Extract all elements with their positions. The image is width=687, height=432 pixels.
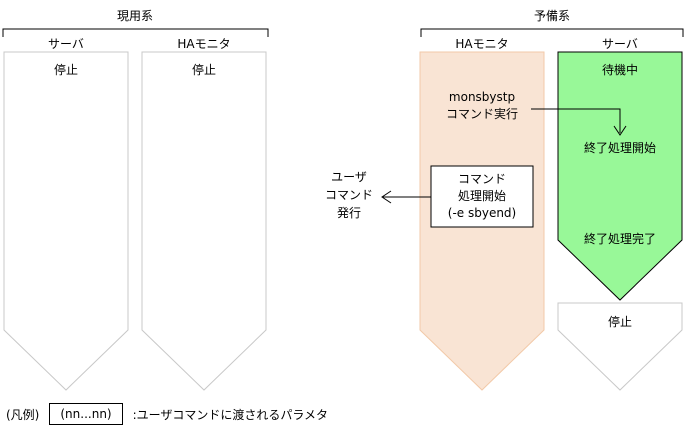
command-box-line3: (-e sbyend) (448, 206, 516, 220)
standby-group-bracket (420, 28, 684, 37)
command-box-line2: 処理開始 (458, 189, 506, 203)
standby-server-header: サーバ (602, 37, 638, 51)
monitor-to-server-arrowhead (613, 125, 627, 136)
active-group-bracket (2, 28, 269, 37)
user-command-line1: ユーザ (331, 170, 367, 184)
command-box-line1: コマンド (458, 172, 506, 186)
user-command-line2: コマンド (325, 188, 373, 202)
legend-prefix: (凡例) (6, 407, 40, 422)
standby-server-end-start: 終了処理開始 (584, 140, 656, 155)
active-server-header: サーバ (48, 37, 84, 51)
standby-server-end-done: 終了処理完了 (584, 231, 656, 246)
command-processing-box (430, 165, 534, 228)
box-to-user-arrowhead (381, 190, 392, 204)
monitor-command-line1: monsbystp (449, 90, 515, 104)
standby-server-lane (557, 51, 683, 301)
standby-server-stopped-lane (557, 302, 683, 391)
active-monitor-lane (141, 51, 267, 391)
legend-parameter-box: (nn...nn) (49, 403, 123, 425)
active-monitor-state: 停止 (192, 62, 216, 77)
standby-server-waiting: 待機中 (602, 62, 638, 77)
standby-group-label: 予備系 (534, 8, 570, 23)
legend: (凡例) (nn...nn) :ユーザコマンドに渡されるパラメタ (6, 401, 328, 427)
user-command-line3: 発行 (337, 206, 361, 220)
active-server-lane (3, 51, 129, 391)
monitor-command-line2: コマンド実行 (446, 106, 518, 121)
active-group-label: 現用系 (117, 9, 153, 23)
active-server-state: 停止 (54, 62, 78, 77)
standby-monitor-header: HAモニタ (455, 37, 508, 51)
monitor-to-server-arrow (531, 108, 621, 133)
active-monitor-header: HAモニタ (177, 37, 230, 51)
legend-description: :ユーザコマンドに渡されるパラメタ (132, 407, 329, 422)
standby-server-stopped: 停止 (608, 314, 632, 329)
